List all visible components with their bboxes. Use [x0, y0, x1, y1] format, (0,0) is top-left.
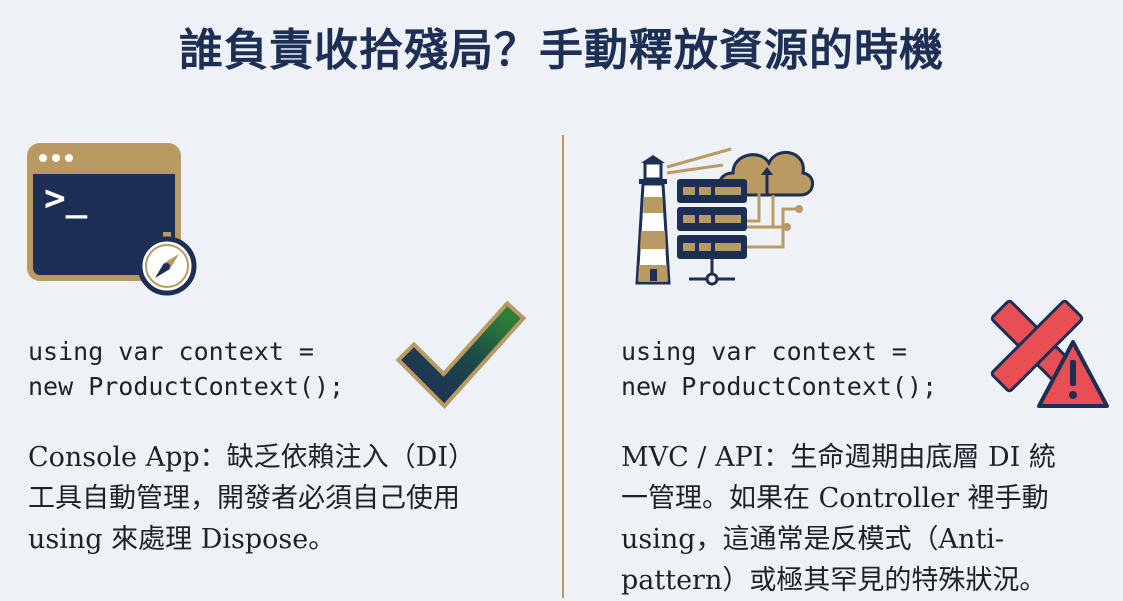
left-code-line2: new ProductContext(); — [28, 372, 345, 401]
page-title: 誰負責收拾殘局？手動釋放資源的時機 — [179, 25, 944, 76]
right-code-block: using var context = new ProductContext(); — [621, 334, 937, 404]
left-desc-line1: Console App：缺乏依賴注入（DI） — [28, 442, 475, 473]
right-desc-line3: using，這通常是反模式（Anti- — [621, 524, 1005, 555]
terminal-icon — [27, 143, 181, 281]
cross-warning-icon — [990, 299, 1109, 408]
left-desc-line2: 工具自動管理，開發者必須自己使用 — [28, 483, 460, 514]
compass-icon — [137, 232, 197, 296]
left-code-line1: using var context = — [28, 337, 314, 366]
left-code-block: using var context = new ProductContext(); — [28, 334, 344, 404]
right-code-line1: using var context = — [621, 337, 907, 366]
terminal-prompt: >_ — [44, 178, 88, 219]
right-code-line2: new ProductContext(); — [621, 372, 938, 401]
lighthouse-server-cloud-icon — [635, 147, 814, 286]
right-desc-line1: MVC / API：生命週期由底層 DI 統 — [621, 442, 1056, 473]
right-desc-line2: 一管理。如果在 Controller 裡手動 — [621, 483, 1049, 514]
column-divider — [562, 135, 564, 598]
left-desc-line3: using 來處理 Dispose。 — [28, 524, 336, 555]
checkmark-icon — [395, 300, 527, 409]
right-description: MVC / API：生命週期由底層 DI 統 一管理。如果在 Controlle… — [621, 437, 1091, 601]
right-desc-line4: pattern）或極其罕見的特殊狀況。 — [621, 565, 1047, 596]
left-description: Console App：缺乏依賴注入（DI） 工具自動管理，開發者必須自己使用 … — [28, 437, 528, 560]
